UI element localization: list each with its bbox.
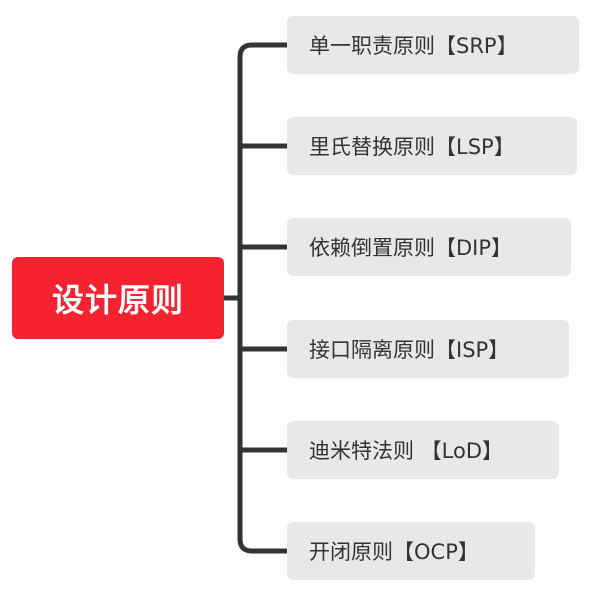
- node-lod[interactable]: 迪米特法则 【LoD】: [287, 421, 559, 479]
- node-label: 迪米特法则 【LoD】: [309, 439, 504, 463]
- node-ocp[interactable]: 开闭原则【OCP】: [287, 522, 535, 580]
- connector-srp: [237, 42, 290, 301]
- connector-ocp: [237, 295, 290, 554]
- node-label: 单一职责原则【SRP】: [309, 34, 518, 58]
- node-lsp[interactable]: 里氏替换原则【LSP】: [287, 117, 577, 175]
- node-label: 依赖倒置原则【DIP】: [309, 236, 513, 260]
- node-srp[interactable]: 单一职责原则【SRP】: [287, 16, 579, 74]
- root-node-design-principles[interactable]: 设计原则: [12, 257, 224, 339]
- node-label: 接口隔离原则【ISP】: [309, 338, 510, 362]
- node-isp[interactable]: 接口隔离原则【ISP】: [287, 320, 569, 378]
- node-dip[interactable]: 依赖倒置原则【DIP】: [287, 218, 571, 276]
- root-node-label: 设计原则: [51, 281, 184, 319]
- node-label: 开闭原则【OCP】: [309, 540, 479, 564]
- node-label: 里氏替换原则【LSP】: [309, 135, 515, 159]
